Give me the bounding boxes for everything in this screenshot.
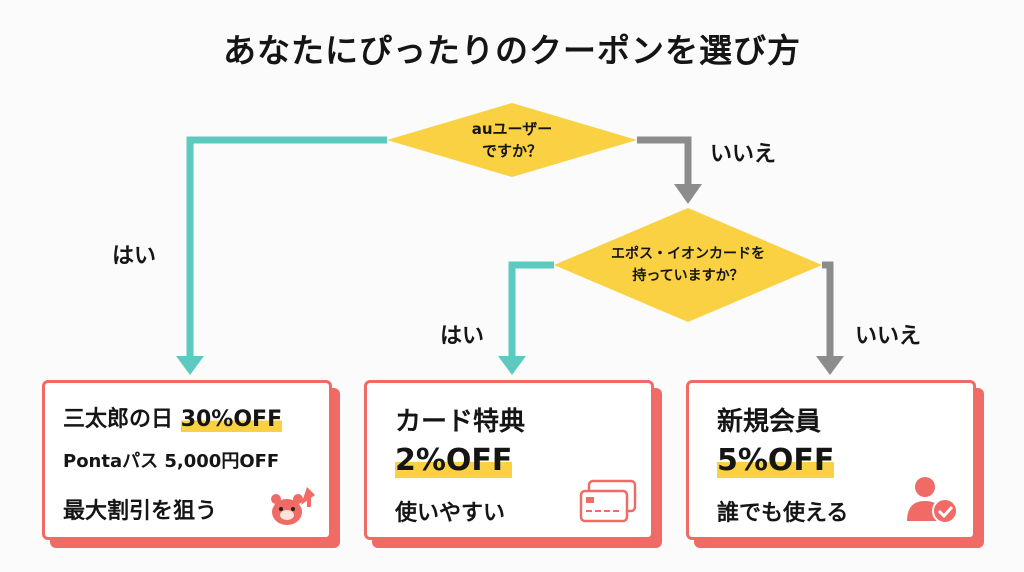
decision-diamond-card (554, 208, 822, 322)
no-arrow-1 (674, 184, 702, 204)
decision-card-line1: エポス・イオンカードを (611, 246, 765, 262)
decision-diamond-au (387, 103, 637, 177)
bear-mascot-icon (271, 487, 315, 525)
yes-arrow-2 (498, 356, 526, 375)
card-santaro-discount: 30%OFF (180, 407, 283, 432)
card-santaro-title: 三太郎の日 (63, 407, 174, 432)
user-check-icon (907, 477, 958, 524)
coupon-card-new-member: 新規会員 5%OFF 誰でも使える (686, 380, 984, 548)
credit-card-icon (579, 479, 637, 523)
page-title: あなたにぴったりのクーポンを選び方 (223, 31, 801, 70)
card-credit-discount: 2%OFF (395, 443, 513, 478)
decision-card-line2: 持っていますか？ (632, 268, 744, 284)
answer-yes-1: はい (112, 244, 157, 269)
no-connector-1 (637, 136, 692, 186)
no-connector-2 (822, 261, 834, 358)
yes-connector-2 (508, 261, 554, 358)
card-santaro-note: 最大割引を狙う (63, 499, 218, 524)
card-new-member-title: 新規会員 (717, 407, 822, 437)
no-arrow-2 (816, 356, 844, 375)
card-credit-note: 使いやすい (395, 501, 506, 526)
yes-arrow-1 (176, 356, 204, 375)
answer-no-1: いいえ (710, 142, 777, 167)
card-santaro-ponta: Pontaパス 5,000円OFF (63, 451, 280, 472)
coupon-card-credit: カード特典 2%OFF 使いやすい (364, 380, 662, 548)
decision-card-label: エポス・イオンカードを 持っていますか？ (588, 243, 788, 287)
answer-no-2: いいえ (855, 324, 922, 349)
coupon-card-santaro: 三太郎の日 30%OFF Pontaパス 5,000円OFF 最大割引を狙う (42, 380, 340, 548)
decision-au-line2: ですか？ (481, 142, 542, 160)
answer-yes-2: はい (440, 324, 485, 349)
card-new-member-note: 誰でも使える (717, 501, 849, 526)
card-credit-title: カード特典 (395, 407, 526, 437)
card-new-member-discount: 5%OFF (717, 443, 835, 478)
yes-connector-1 (186, 136, 387, 358)
decision-au-label: auユーザー ですか？ (437, 118, 587, 162)
decision-au-line1: auユーザー (471, 120, 553, 138)
